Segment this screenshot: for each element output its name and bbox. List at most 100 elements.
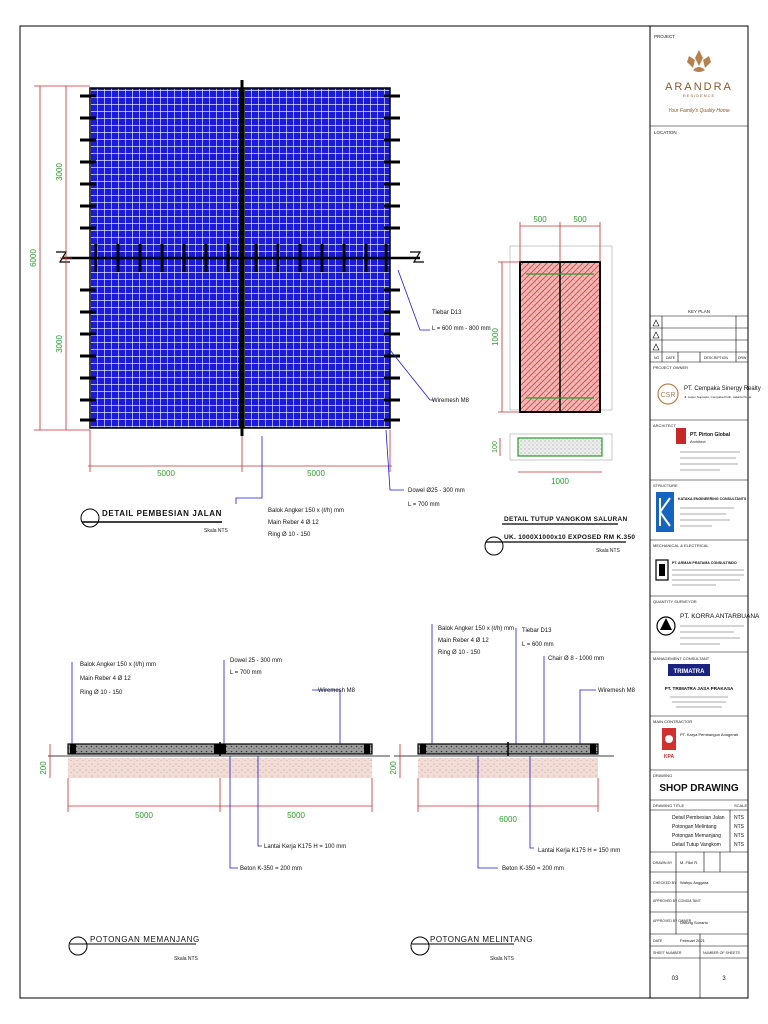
- tb-drawn-by: M. Fikri R.: [680, 860, 698, 865]
- cover-dim-width: 1000: [551, 477, 569, 486]
- tb-architect-name: PT. Pirton Global: [690, 432, 731, 438]
- tb-structure-name: KATAKA ENGINEERING CONSULTANTS: [678, 497, 747, 501]
- trans-wiremesh-label: Wiremesh M8: [598, 688, 636, 694]
- cover-dim-height: 1000: [491, 328, 500, 346]
- plan-dimension-lines: [34, 85, 392, 472]
- tb-architect-sub: Architect: [690, 439, 706, 444]
- tb-project-label: PROJECT: [654, 34, 675, 39]
- sheet-border: [19, 25, 749, 999]
- tb-contractor-name: PT. Karya Pembangun Anugerah: [680, 732, 738, 737]
- rev-header-drw: DRW: [738, 356, 747, 360]
- trans-anchor-beams: [420, 744, 596, 754]
- trans-subbase: [418, 758, 598, 778]
- tb-sheet-total: 3: [722, 976, 726, 982]
- long-title: POTONGAN MEMANJANG: [90, 935, 200, 944]
- trans-scale: Skala NTS: [490, 956, 515, 962]
- cover-title: DETAIL TUTUP VANGKOM SALURAN: [504, 516, 627, 523]
- trans-tiebar-length: L = 600 mm: [522, 642, 554, 648]
- tb-architect-label: ARCHITECT: [653, 423, 676, 428]
- rev-header-date: DATE: [666, 356, 676, 360]
- trans-tiebar-label: Tiebar D13: [522, 628, 552, 634]
- plan-dim-top: 3000: [55, 163, 64, 181]
- long-dim-lines: [49, 744, 373, 812]
- long-anchor-beams: [70, 744, 370, 754]
- drawing-item-3-name: Potongan Memanjang: [672, 833, 721, 839]
- long-dim-right: 5000: [287, 811, 305, 820]
- structure-address-lines: [680, 507, 734, 527]
- plan-balok-ring: Ring Ø 10 - 150: [268, 532, 311, 538]
- cover-dim-left: 500: [533, 215, 547, 224]
- long-leaders: [71, 660, 341, 869]
- trans-lantai-label: Lantai Kerja K175 H = 150 mm: [538, 848, 620, 854]
- tb-location-label: LOCATION: [654, 130, 677, 135]
- long-scale: Skala NTS: [174, 956, 199, 962]
- trans-beton-label: Beton K-350 = 200 mm: [502, 866, 564, 872]
- section-transverse: 200 6000 Balok Angker 150 x (ℓ/h) mm Mai…: [389, 624, 636, 962]
- trans-balok-ring: Ring Ø 10 - 150: [438, 650, 481, 656]
- trans-dim-width: 6000: [499, 815, 517, 824]
- long-balok-reber: Main Reber 4 Ø 12: [80, 676, 131, 682]
- revision-triangles: [652, 319, 660, 351]
- tb-approved-by: Untung Sunarto: [680, 920, 709, 925]
- cover-detail: 500 500 1000 100 1000 DETAIL TUTUP VANGK…: [484, 215, 635, 556]
- plan-title-marker: [80, 508, 100, 528]
- drawing-item-1-scale: NTS: [734, 815, 745, 821]
- drawing-item-4-name: Detail Tutup Vangkom: [672, 842, 721, 848]
- qs-logo-mark: [660, 618, 672, 630]
- tb-approved-owner-label: APPROVED BY OWNER: [653, 919, 692, 923]
- tb-checked-by: Wahyu Anggara: [680, 880, 709, 885]
- tb-keyplan-label: KEY PLAN: [688, 309, 710, 314]
- plan-balok-reber: Main Reber 4 Ø 12: [268, 520, 319, 526]
- long-dowel-label: Dowel 25 - 300 mm: [230, 658, 282, 664]
- tb-owner-label: PROJECT OWNER: [653, 365, 688, 370]
- tb-drawing-type-label: DRAWING: [653, 773, 672, 778]
- brand-logo: [687, 50, 711, 72]
- plan-tiebars: [94, 244, 388, 272]
- mep-logo-inner: [659, 564, 665, 576]
- long-subbase: [68, 758, 372, 778]
- long-dim-height: 200: [39, 761, 48, 775]
- plan-dowel-label: Dowel Ø25 - 300 mm: [408, 488, 465, 494]
- long-balok-ring: Ring Ø 10 - 150: [80, 690, 123, 696]
- long-dim-left: 5000: [135, 811, 153, 820]
- tb-mep-name: PT. ARMAN PRATAMA CONSULTINDO: [672, 561, 737, 565]
- plan-tiebar-length: L = 600 mm - 800 mm: [432, 326, 491, 332]
- trans-title: POTONGAN MELINTANG: [430, 935, 533, 944]
- cover-scale: Skala NTS: [596, 548, 621, 554]
- section-longitudinal: 200 5000 5000 Balok Angker 150 x (ℓ/h) m…: [39, 658, 390, 962]
- plan-dim-right-width: 5000: [307, 469, 325, 478]
- drawing-item-4-scale: NTS: [734, 842, 745, 848]
- plan-balok-label: Balok Angker 150 x (ℓ/h) mm: [268, 507, 344, 514]
- trans-title-marker: [410, 936, 430, 956]
- mk-logo: [668, 664, 710, 676]
- title-block: [650, 125, 748, 998]
- long-beton-label: Beton K-350 = 200 mm: [240, 866, 302, 872]
- structure-logo-mark: [659, 497, 671, 527]
- tb-mk-name: PT. TRIMATRA JASA PRAKASA: [665, 686, 734, 691]
- long-wiremesh-label: Wiremesh M8: [318, 688, 356, 694]
- tb-drawing-scale-label: SCALE: [734, 803, 747, 808]
- tb-sheet-of-label: NUMBER OF SHEETS: [703, 951, 741, 955]
- tb-structure-label: STRUCTURE: [653, 483, 678, 488]
- trans-chair-label: Chair Ø 8 - 1000 mm: [548, 656, 604, 662]
- plan-break-right: [410, 251, 424, 263]
- cover-dim-lines: [498, 222, 602, 473]
- tb-sheet-label: SHEET NUMBER: [653, 951, 682, 955]
- tb-mk-logo: TRIMATRA: [674, 669, 706, 675]
- tb-drawing-type: SHOP DRAWING: [659, 783, 738, 794]
- plan-dowel-length: L = 700 mm: [408, 502, 440, 508]
- trans-dim-lines: [399, 744, 599, 812]
- tb-drawing-title-label: DRAWING TITLE: [653, 803, 684, 808]
- plan-scale: Skala NTS: [204, 528, 229, 534]
- tb-date-value: Februari 2021: [680, 938, 706, 943]
- tb-date-label: DATE: [653, 939, 663, 943]
- cover-dim-thickness: 100: [492, 441, 499, 453]
- mep-address-lines: [672, 569, 744, 586]
- trans-balok-reber: Main Reber 4 Ø 12: [438, 638, 489, 644]
- plan-dowels-left: [80, 94, 96, 422]
- qs-address-lines: [680, 625, 744, 645]
- plan-detail-pembesian: 6000 3000 3000 5000 5000 Tiebar D13 L = …: [29, 80, 491, 538]
- tb-sheet-number: 03: [672, 976, 679, 982]
- mep-logo: [655, 559, 669, 581]
- trans-leaders: [431, 624, 596, 869]
